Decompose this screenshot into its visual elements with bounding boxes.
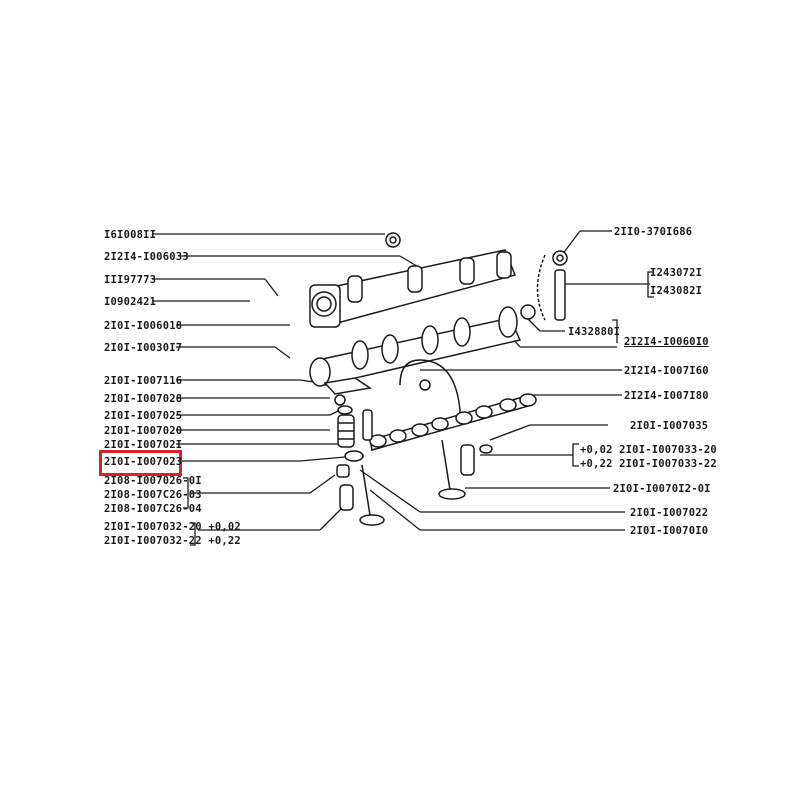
part-label: 2I2I4-I007I60	[624, 365, 709, 377]
part-label: I243072I	[650, 267, 703, 279]
part-label: 2I0I-I006018	[104, 320, 183, 332]
part-label: 2I0I-I007025	[104, 410, 183, 422]
part-label: I432880I	[568, 326, 621, 338]
part-label: 2I0I-I0030I7	[104, 342, 183, 354]
part-label: 2I0I-I007028	[104, 393, 183, 405]
part-label: 2I08-I007026-0I	[104, 475, 202, 487]
part-label: I0902421	[104, 296, 157, 308]
part-label: I243082I	[650, 285, 703, 297]
part-label: 2I08-I007C26-04	[104, 503, 202, 515]
part-label: 2I2I4-I007I80	[624, 390, 709, 402]
part-label: 2I0I-I00702I	[104, 439, 183, 451]
part-label: 2I0I-I007022	[630, 507, 709, 519]
part-label: 2II0-370I686	[614, 226, 693, 238]
part-label: +0,02 2I0I-I007033-20	[580, 444, 717, 456]
part-label: 2I2I4-I0060I0	[624, 336, 709, 348]
highlighted-part-label: 2I0I-I007023	[104, 456, 183, 468]
highlight-box	[99, 450, 182, 476]
part-label: 2I2I4-I006033	[104, 251, 189, 263]
part-label: 2I0I-I0070I0	[630, 525, 709, 537]
part-label: 2I08-I007C26-03	[104, 489, 202, 501]
part-label: 2I0I-I007020	[104, 425, 183, 437]
part-label: III97773	[104, 274, 157, 286]
part-label: 2I0I-I007116	[104, 375, 183, 387]
part-label: 2I0I-I007035	[630, 420, 709, 432]
part-label: 2I0I-I007032-22 +0,22	[104, 535, 241, 547]
part-label: I6I008II	[104, 229, 157, 241]
part-label: 2I0I-I0070I2-0I	[613, 483, 711, 495]
part-label: 2I0I-I007032-20 +0,02	[104, 521, 241, 533]
part-label: +0,22 2I0I-I007033-22	[580, 458, 717, 470]
